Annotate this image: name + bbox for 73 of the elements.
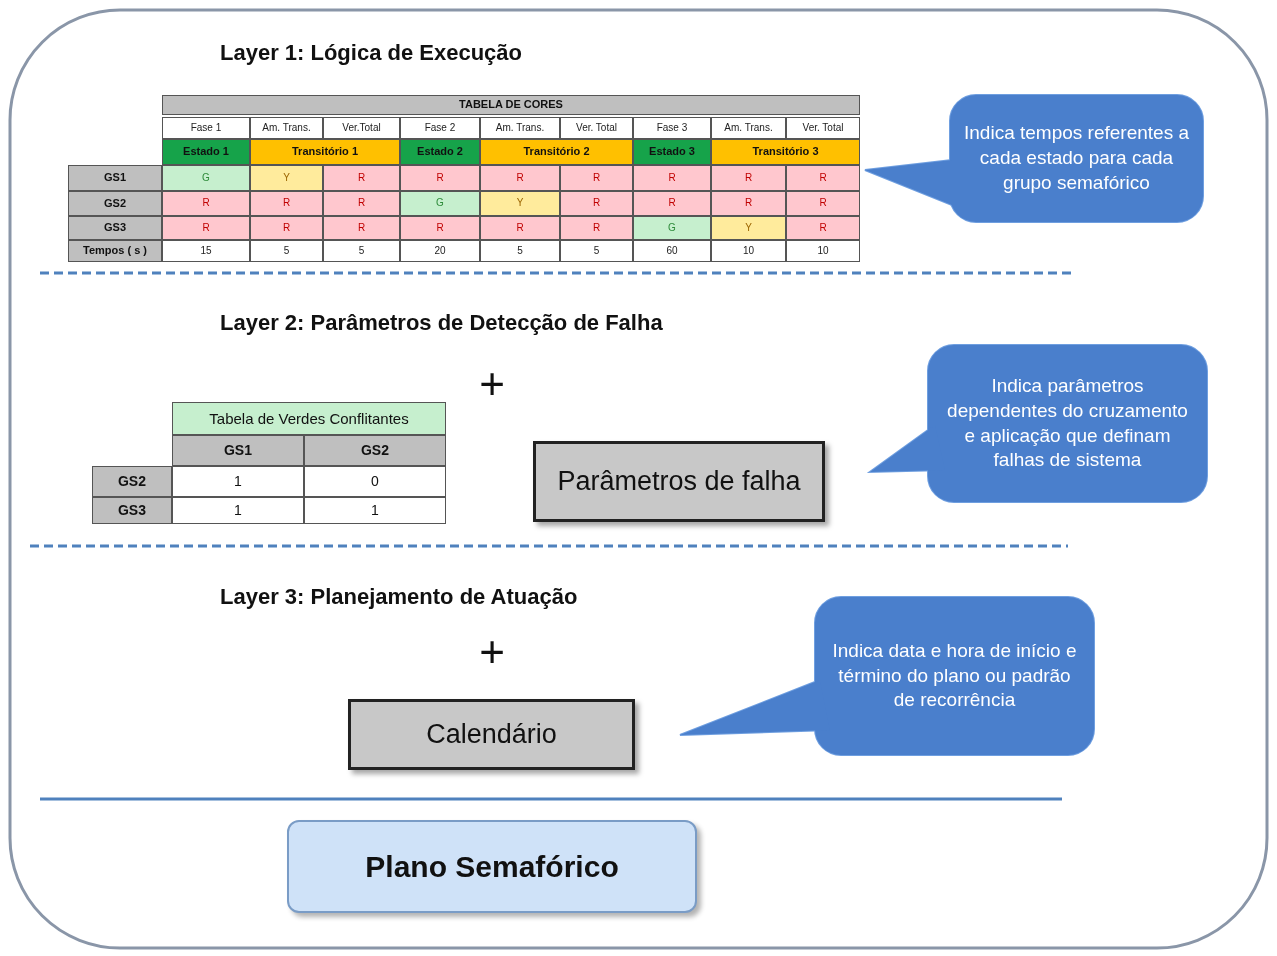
- result-box: Plano Semafórico: [287, 820, 697, 913]
- table-cell: R: [162, 191, 250, 216]
- state-header: Transitório 1: [250, 139, 400, 165]
- table-cell: Y: [250, 165, 323, 191]
- column-header: Ver. Total: [786, 117, 860, 139]
- table-cell: 5: [480, 240, 560, 262]
- table-cell: R: [711, 165, 786, 191]
- table-cell: G: [633, 216, 711, 240]
- table-header: GS1: [172, 435, 304, 466]
- table-cell: R: [250, 216, 323, 240]
- table-cell: R: [323, 216, 400, 240]
- table-cell: R: [560, 191, 633, 216]
- table-title: Tabela de Verdes Conflitantes: [172, 402, 446, 435]
- column-header: Ver.Total: [323, 117, 400, 139]
- table-cell: R: [633, 191, 711, 216]
- table-cell: 60: [633, 240, 711, 262]
- table-header: GS3: [92, 497, 172, 524]
- table-cell: R: [250, 191, 323, 216]
- column-header: Am. Trans.: [711, 117, 786, 139]
- table-cell: R: [633, 165, 711, 191]
- table-cell: R: [323, 165, 400, 191]
- table-cell: 1: [304, 497, 446, 524]
- table-cell: 10: [786, 240, 860, 262]
- state-header: Estado 3: [633, 139, 711, 165]
- plus-sign: +: [478, 630, 506, 674]
- table-cell: 1: [172, 497, 304, 524]
- table-cell: 1: [172, 466, 304, 497]
- process-box: Parâmetros de falha: [533, 441, 825, 522]
- process-box: Calendário: [348, 699, 635, 770]
- table-cell: R: [323, 191, 400, 216]
- table-cell: R: [786, 191, 860, 216]
- state-header: Transitório 2: [480, 139, 633, 165]
- table-cell: Y: [480, 191, 560, 216]
- column-header: Am. Trans.: [480, 117, 560, 139]
- layer-heading: Layer 1: Lógica de Execução: [220, 39, 524, 68]
- column-header: Fase 1: [162, 117, 250, 139]
- table-title: TABELA DE CORES: [162, 95, 860, 115]
- row-header: Tempos ( s ): [68, 240, 162, 262]
- table-cell: R: [786, 216, 860, 240]
- plus-sign: +: [478, 362, 506, 406]
- table-cell: R: [560, 216, 633, 240]
- row-header: GS2: [68, 191, 162, 216]
- table-cell: 5: [250, 240, 323, 262]
- table-cell: 10: [711, 240, 786, 262]
- state-header: Transitório 3: [711, 139, 860, 165]
- table-cell: 20: [400, 240, 480, 262]
- table-cell: Y: [711, 216, 786, 240]
- table-cell: R: [480, 216, 560, 240]
- column-header: Ver. Total: [560, 117, 633, 139]
- table-cell: R: [480, 165, 560, 191]
- state-header: Estado 2: [400, 139, 480, 165]
- table-cell: R: [786, 165, 860, 191]
- table-cell: R: [400, 216, 480, 240]
- table-header: GS2: [304, 435, 446, 466]
- column-header: Am. Trans.: [250, 117, 323, 139]
- table-cell: G: [162, 165, 250, 191]
- column-header: Fase 3: [633, 117, 711, 139]
- column-header: Fase 2: [400, 117, 480, 139]
- layer-heading: Layer 3: Planejamento de Atuação: [220, 583, 579, 612]
- table-cell: R: [162, 216, 250, 240]
- table-cell: G: [400, 191, 480, 216]
- table-header: GS2: [92, 466, 172, 497]
- table-cell: R: [711, 191, 786, 216]
- table-cell: R: [560, 165, 633, 191]
- row-header: GS1: [68, 165, 162, 191]
- layer-heading: Layer 2: Parâmetros de Detecção de Falha: [220, 309, 664, 338]
- table-cell: 0: [304, 466, 446, 497]
- table-cell: 5: [323, 240, 400, 262]
- table-cell: 15: [162, 240, 250, 262]
- table-cell: R: [400, 165, 480, 191]
- table-cell: 5: [560, 240, 633, 262]
- row-header: GS3: [68, 216, 162, 240]
- state-header: Estado 1: [162, 139, 250, 165]
